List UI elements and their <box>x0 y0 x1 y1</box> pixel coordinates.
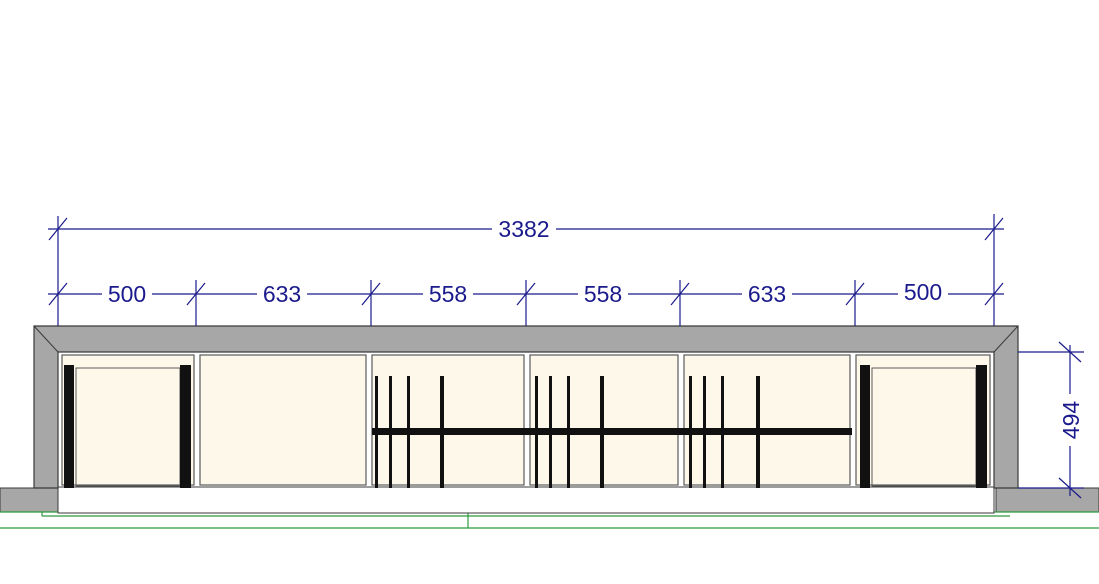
panel-2 <box>199 354 367 486</box>
dim-section-5: 633 <box>748 281 786 307</box>
dim-section-6: 500 <box>904 279 942 305</box>
dim-section-1: 500 <box>108 281 146 307</box>
floor-slab-left <box>0 487 59 513</box>
horizontal-rail <box>372 428 852 435</box>
dim-section-2: 633 <box>263 281 301 307</box>
panel-3 <box>371 354 525 486</box>
ground-lines <box>0 511 1099 529</box>
floor-slab-right <box>995 487 1099 513</box>
vertical-posts <box>64 365 987 488</box>
dim-section-3: 558 <box>429 281 467 307</box>
frame-bevel-right <box>993 325 1019 353</box>
dim-section-4: 558 <box>584 281 622 307</box>
panel-5 <box>683 354 851 486</box>
panel-1 <box>61 354 195 486</box>
panel-6 <box>855 354 991 486</box>
dimension-label-masks <box>102 216 1082 446</box>
panels <box>61 354 991 486</box>
thin-bars <box>375 376 760 488</box>
dim-overall: 3382 <box>498 216 549 242</box>
dim-height: 494 <box>1058 401 1084 440</box>
base-plinth <box>57 486 995 514</box>
frame-bevel-left <box>33 325 59 353</box>
dimension-labels: 3382 500 633 558 558 633 500 494 <box>108 216 1084 439</box>
